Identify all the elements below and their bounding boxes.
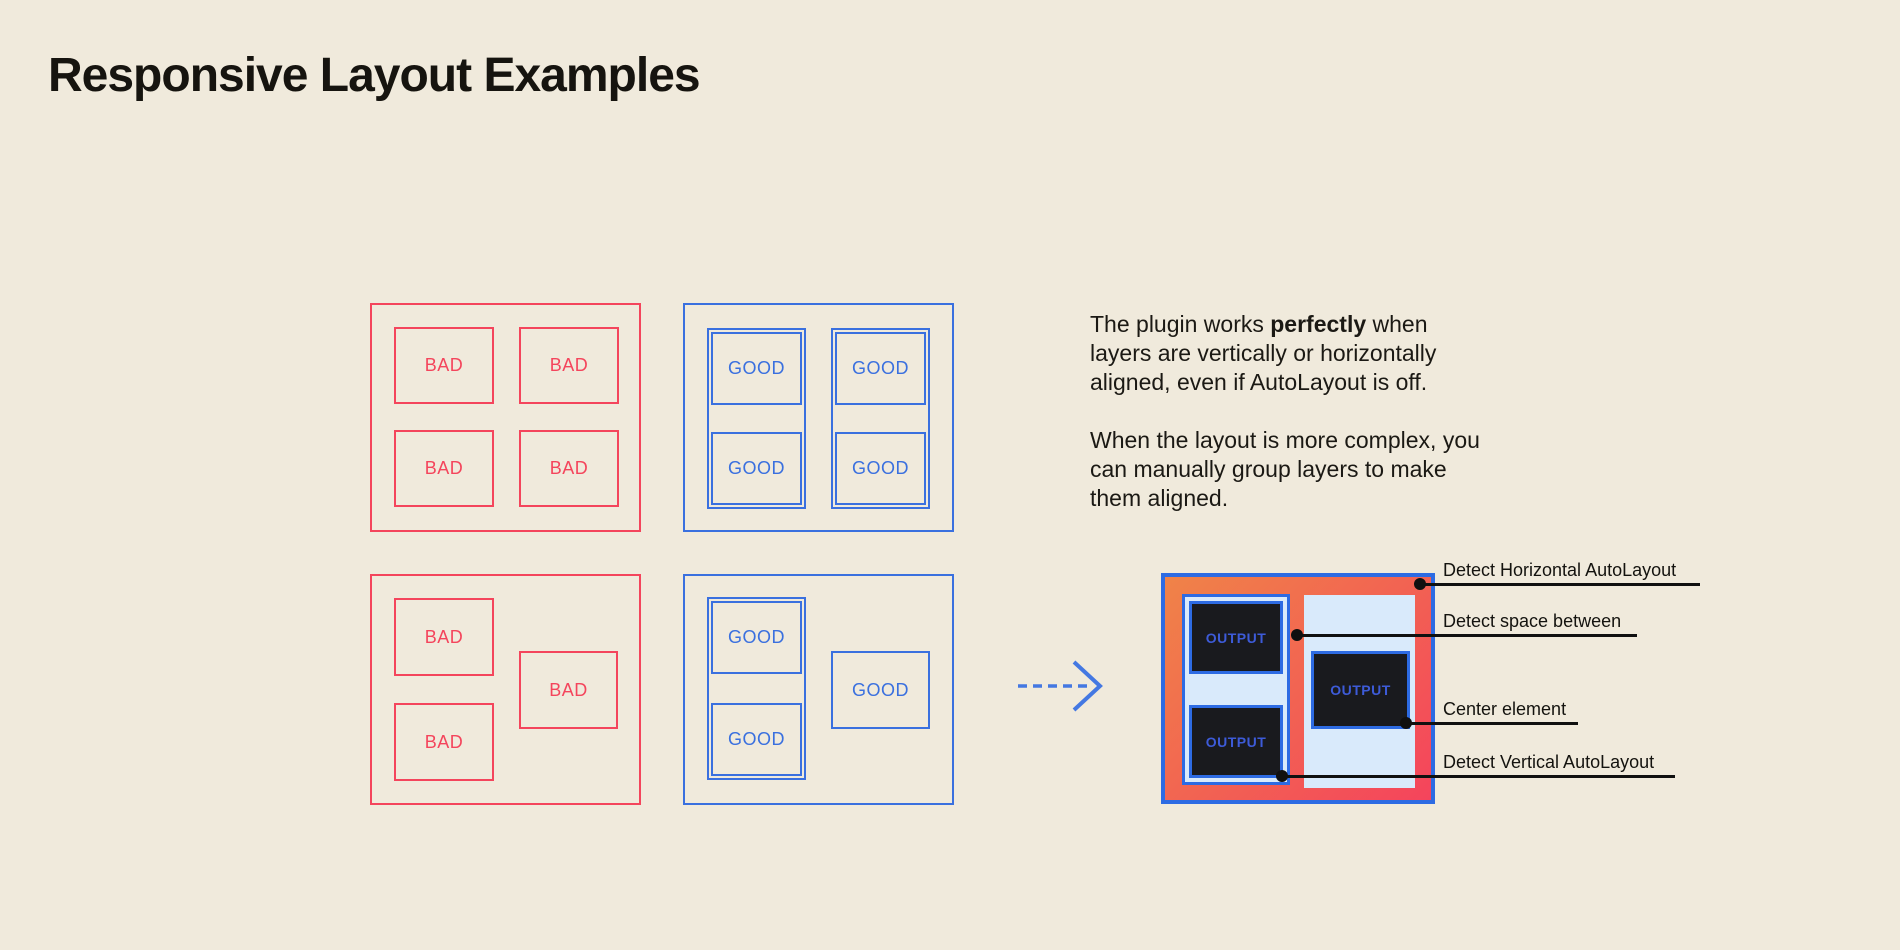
annotation-line <box>1420 583 1700 586</box>
annotation-label: Detect space between <box>1443 611 1622 631</box>
good-box: GOOD <box>711 432 802 505</box>
group-good-aligned: GOOD GOOD GOOD GOOD <box>683 303 954 532</box>
bad-box-label: BAD <box>549 679 588 700</box>
output-box: OUTPUT <box>1189 601 1283 674</box>
output-vertical-autolayout-group: OUTPUT OUTPUT <box>1182 594 1290 785</box>
good-box: GOOD <box>835 332 926 405</box>
good-box: GOOD <box>831 651 930 729</box>
bad-box-label: BAD <box>424 458 464 478</box>
group-good-messy: GOOD GOOD GOOD <box>683 574 954 805</box>
good-box: GOOD <box>835 432 926 505</box>
good-box-label: GOOD <box>851 458 909 478</box>
description-line: them aligned. <box>1090 485 1229 511</box>
output-right-column: OUTPUT <box>1304 595 1415 788</box>
description-line: The plugin works perfectly when <box>1090 310 1480 339</box>
bad-box: BAD <box>519 430 619 507</box>
page-title: Responsive Layout Examples <box>48 49 701 102</box>
annotation-label: Detect Vertical AutoLayout <box>1443 752 1655 772</box>
description-line: When the layout is more complex, you <box>1090 427 1480 453</box>
good-box: GOOD <box>711 601 802 674</box>
bad-box-label: BAD <box>549 355 589 375</box>
bad-box: BAD <box>394 430 494 507</box>
description-text: The plugin works perfectly when layers a… <box>1090 310 1480 513</box>
bad-box-label: BAD <box>424 626 464 647</box>
bad-box-label: BAD <box>424 355 464 375</box>
good-column-wrapper: GOOD GOOD <box>707 597 806 780</box>
good-box: GOOD <box>711 703 802 776</box>
output-center-box: OUTPUT <box>1311 651 1410 729</box>
good-box: GOOD <box>711 332 802 405</box>
annotation-label: Detect Horizontal AutoLayout <box>1443 560 1677 580</box>
bad-box-label: BAD <box>549 458 589 478</box>
annotation-line <box>1406 722 1578 725</box>
description-bold-word: perfectly <box>1270 311 1367 337</box>
good-box-label: GOOD <box>727 729 785 749</box>
description-line: layers are vertically or horizontally <box>1090 340 1437 366</box>
output-box-label: OUTPUT <box>1330 682 1391 698</box>
good-box-label: GOOD <box>727 627 785 647</box>
bad-box: BAD <box>394 327 494 404</box>
annotation-line <box>1282 775 1675 778</box>
output-diagram: OUTPUT OUTPUT OUTPUT <box>1161 573 1435 804</box>
good-column-wrapper: GOOD GOOD <box>707 328 806 509</box>
bad-box: BAD <box>519 327 619 404</box>
good-box-label: GOOD <box>727 358 785 378</box>
annotation-line <box>1297 634 1637 637</box>
good-box-label: GOOD <box>851 358 909 378</box>
description-line: can manually group layers to make <box>1090 456 1447 482</box>
description-segment: The plugin works <box>1090 311 1271 337</box>
output-box-label: OUTPUT <box>1205 733 1267 750</box>
group-bad-messy: BAD BAD BAD <box>370 574 641 805</box>
group-bad-aligned: BAD BAD BAD BAD <box>370 303 641 532</box>
good-box-label: GOOD <box>727 458 785 478</box>
bad-box: BAD <box>394 598 494 676</box>
description-segment: when <box>1366 311 1428 337</box>
arrow-right-icon <box>1018 660 1103 712</box>
good-box-label: GOOD <box>851 679 909 700</box>
good-column-wrapper: GOOD GOOD <box>831 328 930 509</box>
bad-box-label: BAD <box>424 731 464 752</box>
output-box-label: OUTPUT <box>1205 629 1267 646</box>
output-box: OUTPUT <box>1189 705 1283 778</box>
bad-box: BAD <box>519 651 618 729</box>
bad-box: BAD <box>394 703 494 781</box>
description-line: aligned, even if AutoLayout is off. <box>1090 369 1428 395</box>
annotation-label: Center element <box>1443 699 1567 719</box>
